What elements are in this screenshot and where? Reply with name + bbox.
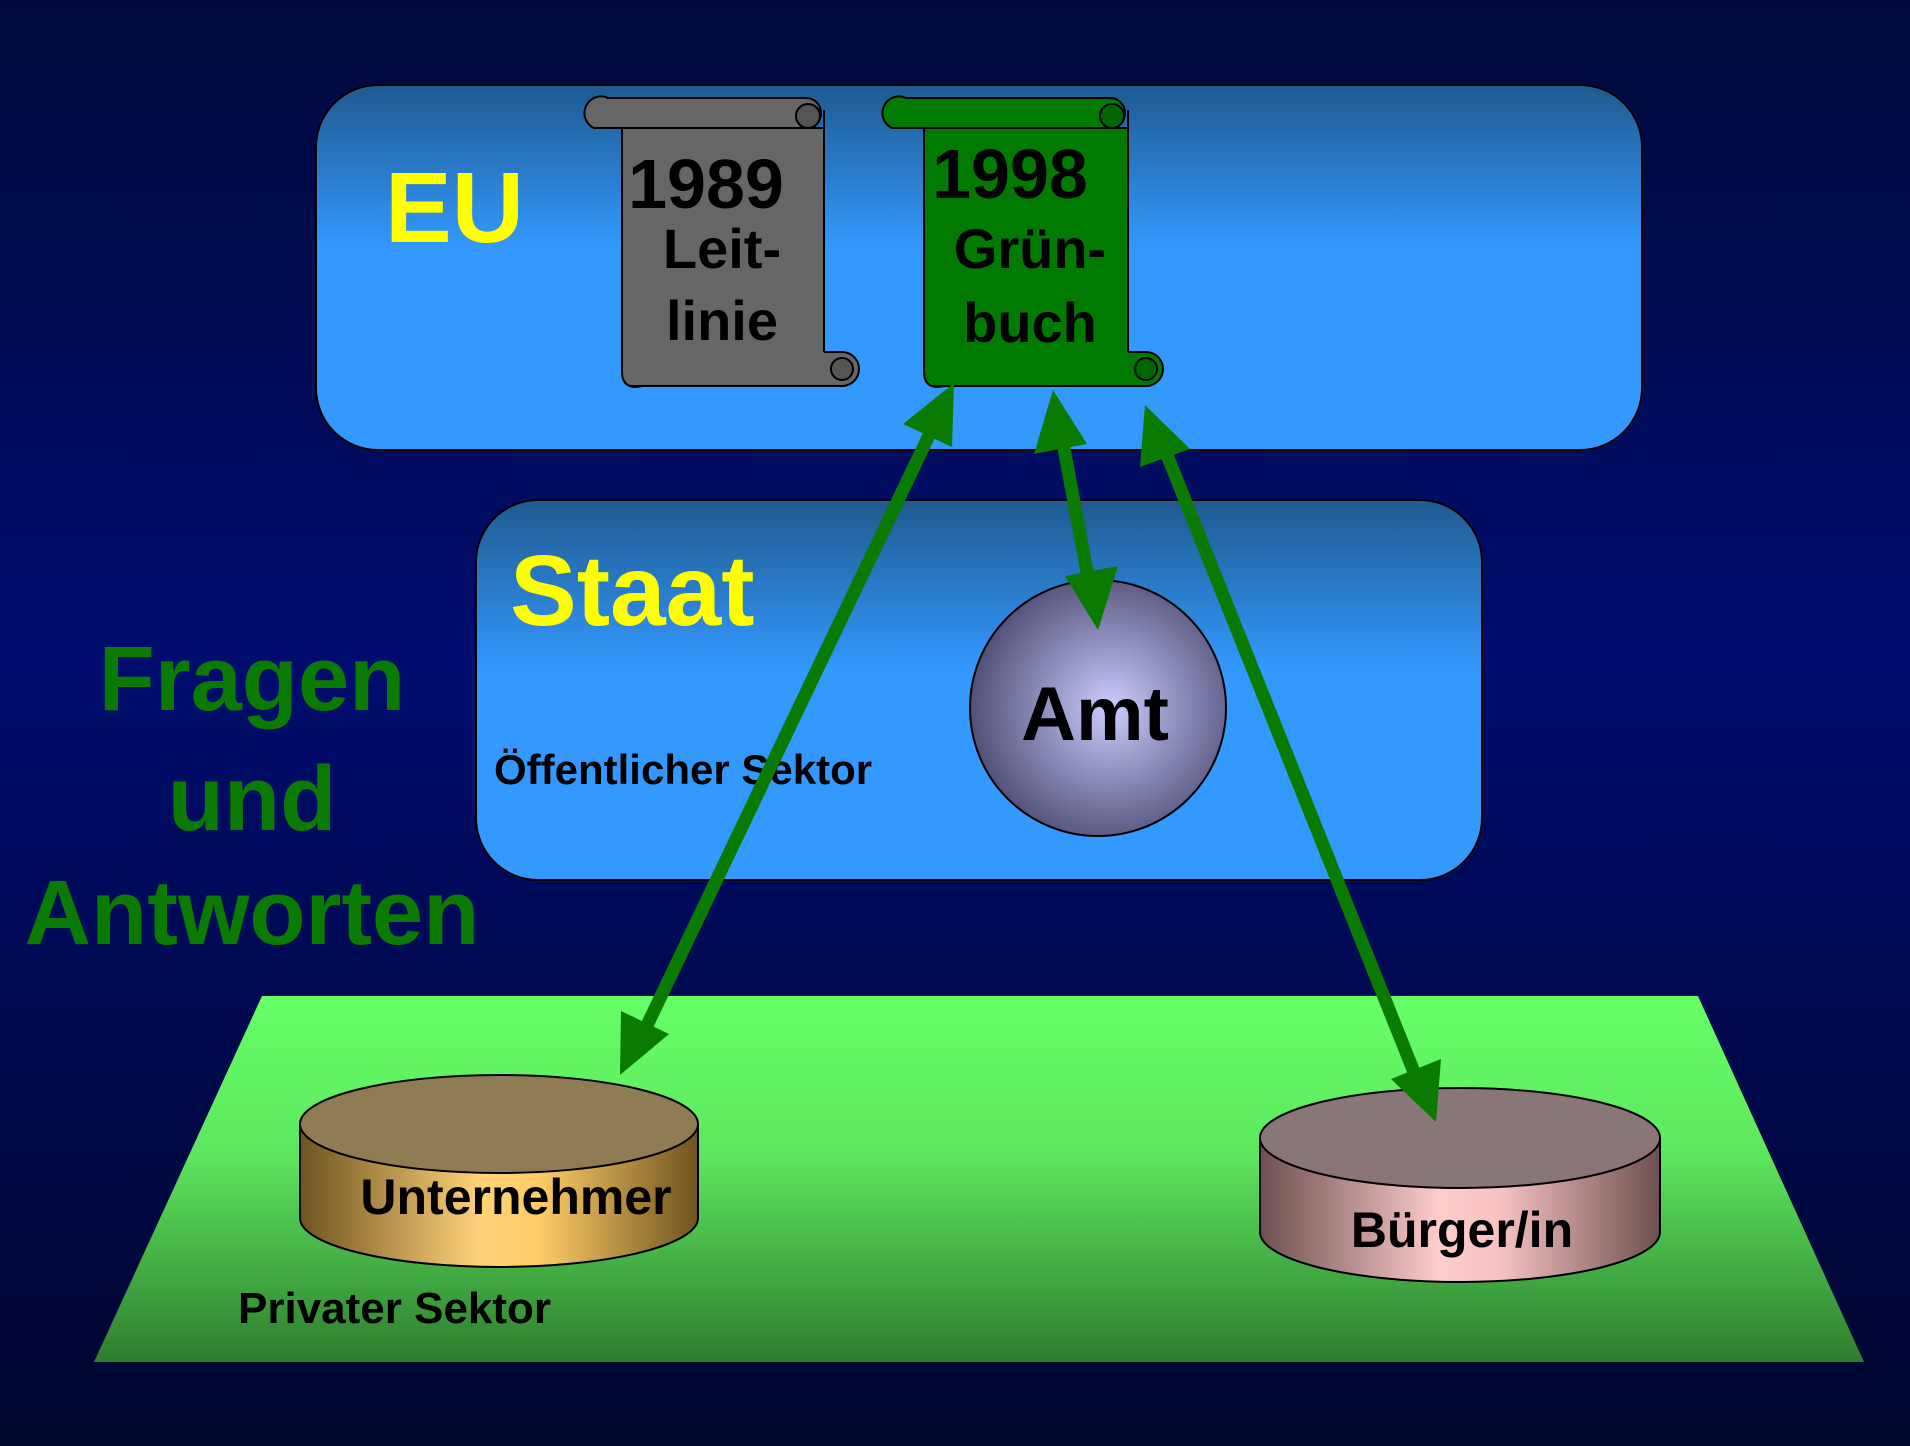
- scroll-1989-line2: linie: [666, 289, 778, 352]
- scroll-1989-line1: Leit-: [663, 217, 781, 280]
- scroll-1989-leitlinie: 1989 Leit- linie: [583, 95, 860, 389]
- private-sector-label: Privater Sektor: [238, 1284, 551, 1333]
- unternehmer-label: Unternehmer: [360, 1169, 671, 1225]
- scroll-1998-line2: buch: [963, 291, 1097, 354]
- scroll-1989-year: 1989: [628, 145, 784, 223]
- arrow-gruenbuch-unternehmer: [620, 383, 954, 1075]
- scroll-1998-year: 1998: [932, 135, 1088, 213]
- arrow-gruenbuch-buerger: [1140, 405, 1441, 1122]
- side-title-line2: und: [168, 748, 337, 850]
- buerger-cylinder: Bürger/in: [1259, 1087, 1661, 1283]
- scroll-1998-line1: Grün-: [954, 217, 1106, 280]
- unternehmer-cylinder: Unternehmer: [299, 1074, 699, 1268]
- eu-label: EU: [385, 152, 524, 264]
- buerger-label: Bürger/in: [1351, 1202, 1573, 1258]
- amt-label: Amt: [1021, 672, 1169, 757]
- side-title-line1: Fragen: [99, 628, 406, 730]
- scroll-1998-gruenbuch: 1998 Grün- buch: [881, 95, 1164, 389]
- public-sector-label: Öffentlicher Sektor: [494, 746, 872, 793]
- arrow-gruenbuch-amt: [1034, 390, 1118, 630]
- side-title-line3: Antworten: [25, 862, 480, 964]
- staat-label: Staat: [510, 535, 755, 647]
